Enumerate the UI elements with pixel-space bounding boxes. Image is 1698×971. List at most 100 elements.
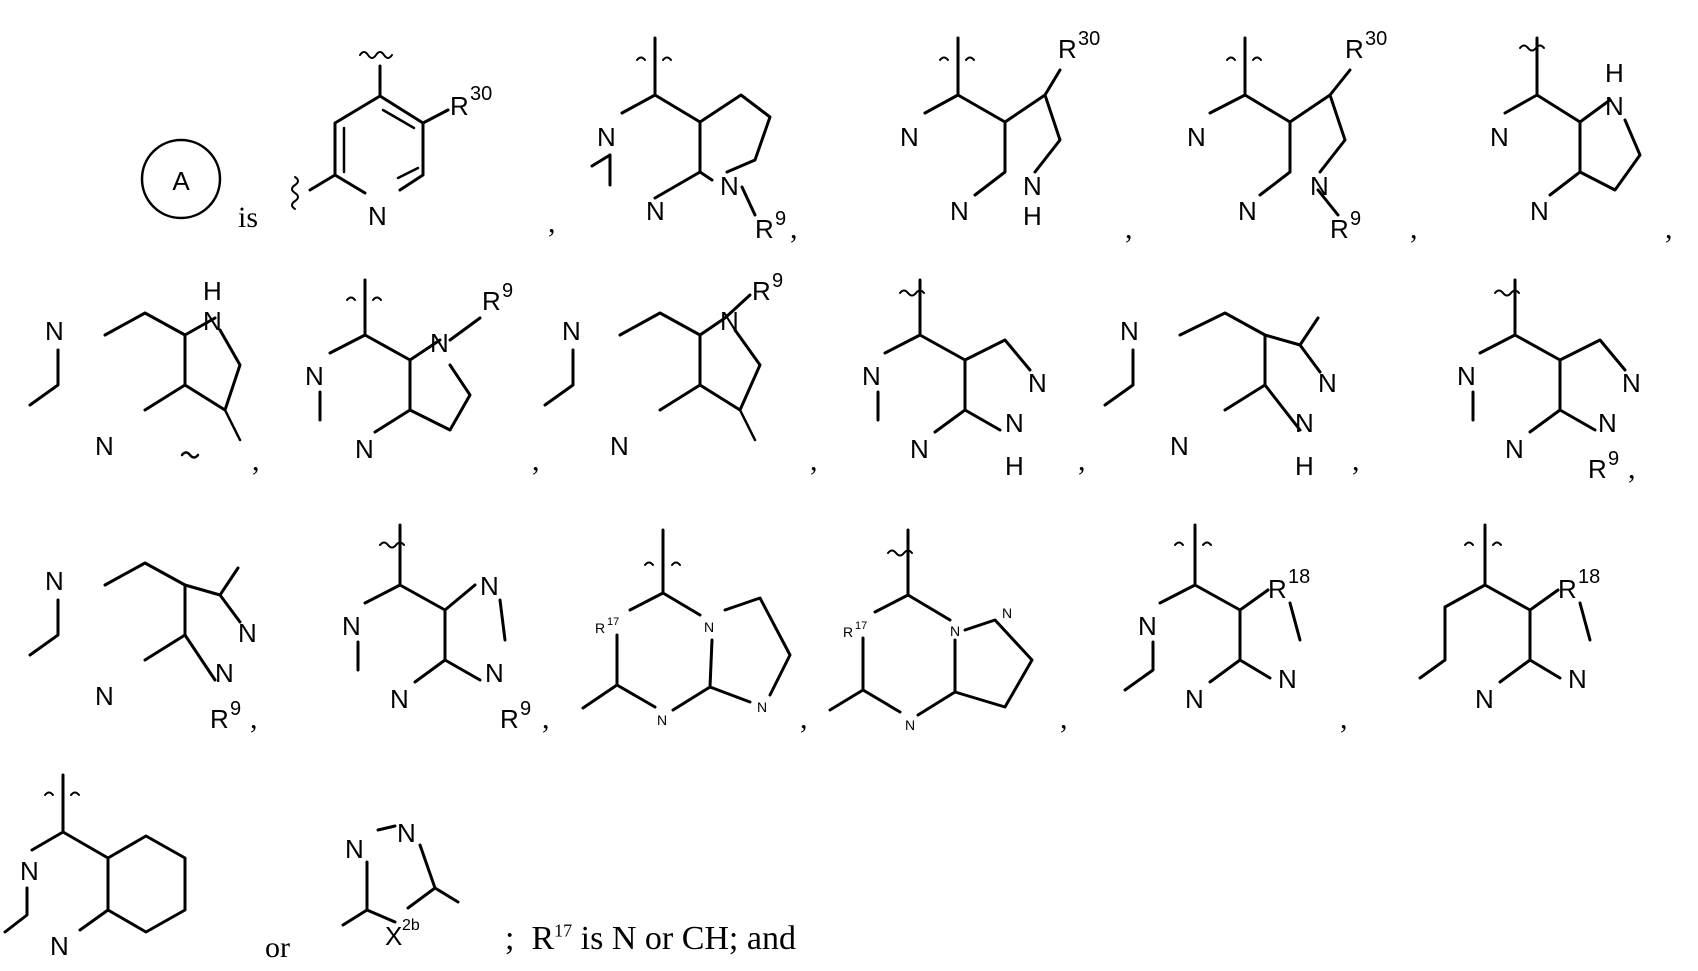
svg-text:N: N	[1187, 122, 1206, 152]
structure-13-purine: N N N N R 9 ,	[342, 523, 550, 735]
svg-text:N: N	[1505, 434, 1524, 464]
svg-text:N: N	[610, 431, 629, 461]
r17-definition: is N or CH; and	[580, 920, 796, 957]
svg-text:R: R	[755, 214, 774, 244]
svg-text:,: ,	[548, 206, 556, 239]
svg-text:18: 18	[1578, 566, 1600, 588]
structure-11: N N N N R 9 ,	[1457, 278, 1641, 485]
svg-text:N: N	[1530, 196, 1549, 226]
svg-text:N: N	[646, 196, 665, 226]
svg-text:N: N	[238, 618, 257, 648]
structure-19-diazole: N N X 2b	[341, 818, 460, 951]
svg-text:30: 30	[1078, 28, 1100, 50]
svg-text:R: R	[1345, 34, 1364, 64]
svg-text:A: A	[172, 166, 190, 196]
svg-text:9: 9	[520, 698, 531, 720]
svg-text:R: R	[482, 286, 501, 316]
structure-5: N N H N ,	[1490, 36, 1673, 245]
svg-text:N: N	[720, 306, 739, 336]
svg-text:,: ,	[1078, 444, 1086, 477]
structure-18-quinazoline: N N	[3, 773, 187, 961]
or-text: or	[265, 931, 290, 964]
svg-text:,: ,	[542, 702, 550, 735]
svg-text:R: R	[210, 704, 229, 734]
svg-text:N: N	[355, 434, 374, 464]
svg-text:N: N	[45, 316, 64, 346]
svg-text:N: N	[950, 623, 960, 639]
svg-text:9: 9	[1350, 208, 1361, 230]
svg-text:,: ,	[532, 444, 540, 477]
svg-text:,: ,	[790, 212, 798, 245]
svg-text:N: N	[562, 316, 581, 346]
svg-text:,: ,	[1060, 702, 1068, 735]
svg-text:N: N	[368, 201, 387, 231]
structure-8: N N N R 9 ,	[543, 270, 818, 477]
svg-text:9: 9	[502, 280, 513, 302]
svg-text:N: N	[905, 717, 915, 733]
svg-text:R: R	[1330, 214, 1349, 244]
structure-2: N N N R 9 ,	[590, 36, 798, 245]
svg-text:N: N	[50, 931, 69, 961]
svg-text:17: 17	[607, 616, 619, 628]
structure-1-pyridine: N R 30 ,	[291, 51, 556, 239]
svg-text:R: R	[752, 276, 771, 306]
svg-text:N: N	[704, 619, 714, 635]
svg-text:H: H	[203, 276, 222, 306]
structure-10: N N N N H ,	[1103, 311, 1360, 481]
structure-3: N N N H R 30 ,	[900, 28, 1133, 245]
svg-text:N: N	[305, 361, 324, 391]
svg-text:N: N	[757, 699, 767, 715]
svg-text:N: N	[1185, 684, 1204, 714]
svg-text:N: N	[900, 122, 919, 152]
svg-text:N: N	[95, 681, 114, 711]
structure-4: N N N R 9 R 30 ,	[1187, 28, 1418, 245]
semicolon: ;	[505, 920, 515, 957]
svg-text:N: N	[1318, 368, 1337, 398]
svg-text:N: N	[657, 712, 667, 728]
svg-text:R: R	[500, 704, 519, 734]
svg-text:N: N	[1023, 171, 1042, 201]
svg-text:H: H	[1605, 58, 1624, 88]
svg-text:30: 30	[1365, 28, 1387, 50]
svg-text:9: 9	[772, 270, 783, 292]
svg-text:,: ,	[252, 444, 260, 477]
structure-17: N R 18 N	[1418, 523, 1600, 714]
svg-text:,: ,	[250, 702, 258, 735]
svg-text:30: 30	[470, 83, 492, 105]
ring-a-symbol: A	[140, 138, 222, 220]
structure-7: N N N R 9 ,	[305, 278, 540, 477]
svg-text:N: N	[1490, 122, 1509, 152]
svg-text:N: N	[1295, 408, 1314, 438]
is-text: is	[238, 201, 258, 234]
svg-text:H: H	[1005, 451, 1024, 481]
structure-15: R 17 N N N ,	[828, 528, 1068, 735]
svg-text:17: 17	[855, 620, 867, 632]
svg-text:N: N	[485, 658, 504, 688]
svg-text:N: N	[345, 834, 364, 864]
svg-text:N: N	[1598, 408, 1617, 438]
svg-text:N: N	[1310, 171, 1329, 201]
svg-text:,: ,	[810, 444, 818, 477]
svg-text:R: R	[1058, 34, 1077, 64]
svg-text:R: R	[843, 624, 853, 640]
structure-16: N N R 18 N ,	[1123, 523, 1348, 735]
svg-text:N: N	[720, 171, 739, 201]
svg-text:X: X	[385, 921, 402, 951]
svg-text:R: R	[1558, 574, 1577, 604]
svg-text:N: N	[1005, 408, 1024, 438]
definition-text: ; R17 is N or CH; and	[505, 920, 796, 958]
svg-text:18: 18	[1288, 566, 1310, 588]
svg-text:9: 9	[1608, 448, 1619, 470]
svg-text:R: R	[1268, 574, 1287, 604]
svg-text:,: ,	[1410, 212, 1418, 245]
svg-text:N: N	[1028, 368, 1047, 398]
svg-text:,: ,	[800, 702, 808, 735]
svg-text:N: N	[1120, 316, 1139, 346]
svg-text:N: N	[1568, 664, 1587, 694]
r17-symbol: R	[531, 920, 555, 957]
svg-text:N: N	[20, 856, 39, 886]
svg-text:N: N	[862, 361, 881, 391]
svg-text:N: N	[45, 566, 64, 596]
svg-text:N: N	[1138, 611, 1157, 641]
